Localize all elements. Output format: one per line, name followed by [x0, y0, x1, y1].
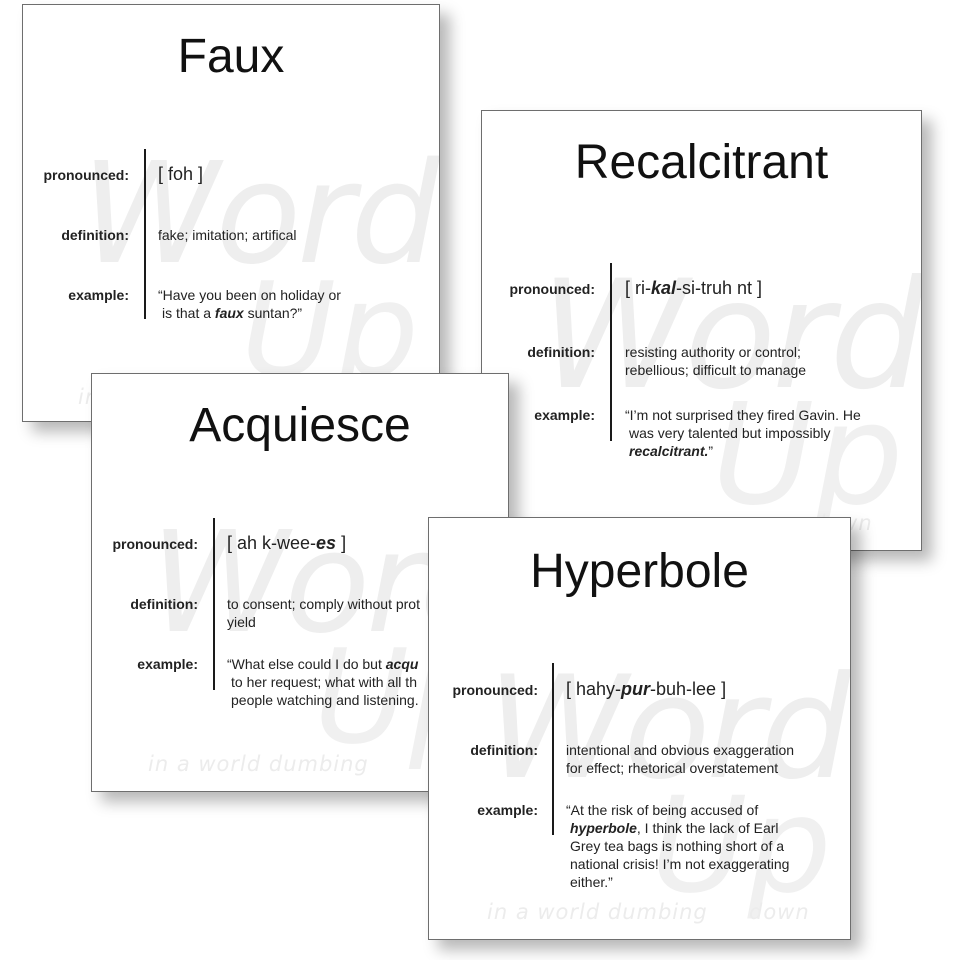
- definition-value: to consent; comply without prot yield: [227, 595, 420, 631]
- definition-line: to consent; comply without prot: [227, 596, 420, 612]
- pron-post: -si-truh nt ]: [676, 278, 763, 298]
- pronunciation-value: [ ah k-wee-es ]: [227, 532, 346, 554]
- example-text: “Have you been on holiday or: [158, 287, 341, 303]
- pron-post: ]: [336, 533, 347, 553]
- example-emphasis: recalcitrant.: [629, 443, 709, 459]
- example-text: suntan?”: [243, 305, 303, 321]
- word-title: Acquiesce: [189, 399, 411, 452]
- definition-label: definition:: [130, 596, 198, 612]
- pronunciation-value: [ ri-kal-si-truh nt ]: [625, 277, 762, 299]
- pron-post: -buh-lee ]: [650, 679, 727, 699]
- pronunciation-value: [ foh ]: [158, 163, 203, 185]
- example-text: , I think the lack of Earl: [636, 820, 779, 836]
- watermark-tagline-right: down: [749, 900, 810, 924]
- definition-label: definition:: [527, 344, 595, 360]
- example-label: example:: [534, 407, 595, 423]
- word-title: Recalcitrant: [574, 136, 829, 189]
- example-text: “At the risk of being accused of: [566, 802, 759, 818]
- pronounced-label: pronounced:: [112, 536, 198, 552]
- example-text: was very talented but impossibly: [629, 425, 831, 441]
- definition-value: intentional and obvious exaggeration for…: [566, 741, 794, 777]
- example-value: “What else could I do but acqu to her re…: [227, 655, 419, 709]
- example-text: is that a: [162, 305, 215, 321]
- definition-line: fake; imitation; artifical: [158, 227, 297, 243]
- divider: [552, 663, 554, 835]
- example-value: “I’m not surprised they fired Gavin. He …: [625, 406, 861, 460]
- divider: [144, 149, 146, 319]
- definition-label: definition:: [61, 227, 129, 243]
- watermark-tagline: in a world dumbing: [487, 900, 708, 924]
- example-text: Grey tea bags is nothing short of a: [570, 838, 785, 854]
- pron-pre: [ hahy-: [566, 679, 622, 699]
- watermark-word: Word: [81, 133, 439, 296]
- word-card-faux: Word Up in a world dumbing Faux pronounc…: [22, 4, 440, 422]
- definition-line: yield: [227, 614, 256, 630]
- pron-stress: kal: [651, 278, 677, 298]
- pron-pre: [ foh ]: [158, 164, 204, 184]
- pronounced-label: pronounced:: [509, 281, 595, 297]
- example-emphasis: acqu: [385, 656, 419, 672]
- word-title: Hyperbole: [530, 545, 749, 598]
- example-text: either.”: [570, 874, 613, 890]
- word-title: Faux: [177, 30, 285, 83]
- definition-line: for effect; rhetorical overstatement: [566, 760, 779, 776]
- definition-line: rebellious; difficult to manage: [625, 362, 807, 378]
- pron-stress: pur: [621, 679, 651, 699]
- example-text: national crisis! I’m not exaggerating: [570, 856, 790, 872]
- example-label: example:: [477, 802, 538, 818]
- example-text: people watching and listening.: [231, 692, 419, 708]
- definition-value: resisting authority or control; rebellio…: [625, 343, 806, 379]
- pron-pre: [ ri-: [625, 278, 651, 298]
- example-text: ”: [708, 443, 714, 459]
- watermark-tagline: in a world dumbing: [148, 752, 369, 776]
- example-value: “Have you been on holiday or is that a f…: [158, 286, 341, 322]
- example-emphasis: faux: [214, 305, 244, 321]
- example-emphasis: hyperbole: [570, 820, 637, 836]
- pronounced-label: pronounced:: [452, 682, 538, 698]
- definition-value: fake; imitation; artifical: [158, 226, 297, 244]
- divider: [610, 263, 612, 441]
- example-text: to her request; what with all th: [231, 674, 417, 690]
- definition-line: intentional and obvious exaggeration: [566, 742, 795, 758]
- word-card-recalcitrant: Word Up down Recalcitrant pronounced: de…: [481, 110, 922, 551]
- divider: [213, 518, 215, 690]
- pron-pre: [ ah k-wee-: [227, 533, 317, 553]
- pron-stress: es: [316, 533, 337, 553]
- definition-label: definition:: [470, 742, 538, 758]
- example-text: “I’m not surprised they fired Gavin. He: [625, 407, 861, 423]
- example-label: example:: [68, 287, 129, 303]
- pronunciation-value: [ hahy-pur-buh-lee ]: [566, 678, 726, 700]
- definition-line: resisting authority or control;: [625, 344, 801, 360]
- example-value: “At the risk of being accused of hyperbo…: [566, 801, 789, 891]
- pronounced-label: pronounced:: [43, 167, 129, 183]
- example-text: “What else could I do but: [227, 656, 386, 672]
- word-card-hyperbole: Word Up in a world dumbing down Hyperbol…: [428, 517, 851, 940]
- example-label: example:: [137, 656, 198, 672]
